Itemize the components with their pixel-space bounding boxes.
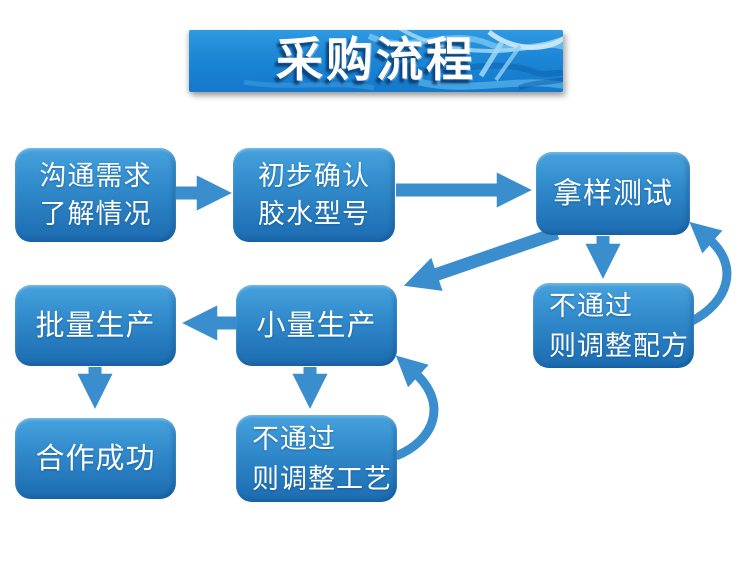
node-mass-production: 批量生产 [15,285,176,366]
node-line: 合作成功 [35,442,156,475]
node-line: 了解情况 [39,199,152,229]
node-line: 则调整配方 [549,330,689,361]
node-sample-testing: 拿样测试 [536,152,690,235]
node-line: 拿样测试 [552,177,673,210]
node-line: 胶水型号 [258,199,370,229]
node-adjust-formula: 不通过 则调整配方 [533,283,694,368]
node-line: 不通过 [252,423,336,454]
node-confirm-glue-model: 初步确认 胶水型号 [233,148,395,242]
node-cooperation-success: 合作成功 [15,418,176,499]
node-line: 小量生产 [256,309,377,342]
water-ripple-texture [243,30,563,91]
node-small-batch-production: 小量生产 [236,285,397,366]
node-line: 沟通需求 [39,161,152,191]
arrow-sample-to-small-batch [403,226,560,291]
page-title: 采购流程 [276,33,476,86]
node-adjust-process: 不通过 则调整工艺 [236,415,397,502]
banner: 采购流程 [189,30,563,92]
node-line: 不通过 [549,290,633,321]
node-line: 初步确认 [258,161,370,191]
arrow-adjust-process-retry-to-small-batch [394,355,439,461]
node-line: 批量生产 [35,309,156,342]
node-communicate-needs: 沟通需求 了解情况 [15,148,176,242]
arrow-adjust-formula-retry-to-sample [689,221,732,326]
node-line: 则调整工艺 [252,463,392,494]
